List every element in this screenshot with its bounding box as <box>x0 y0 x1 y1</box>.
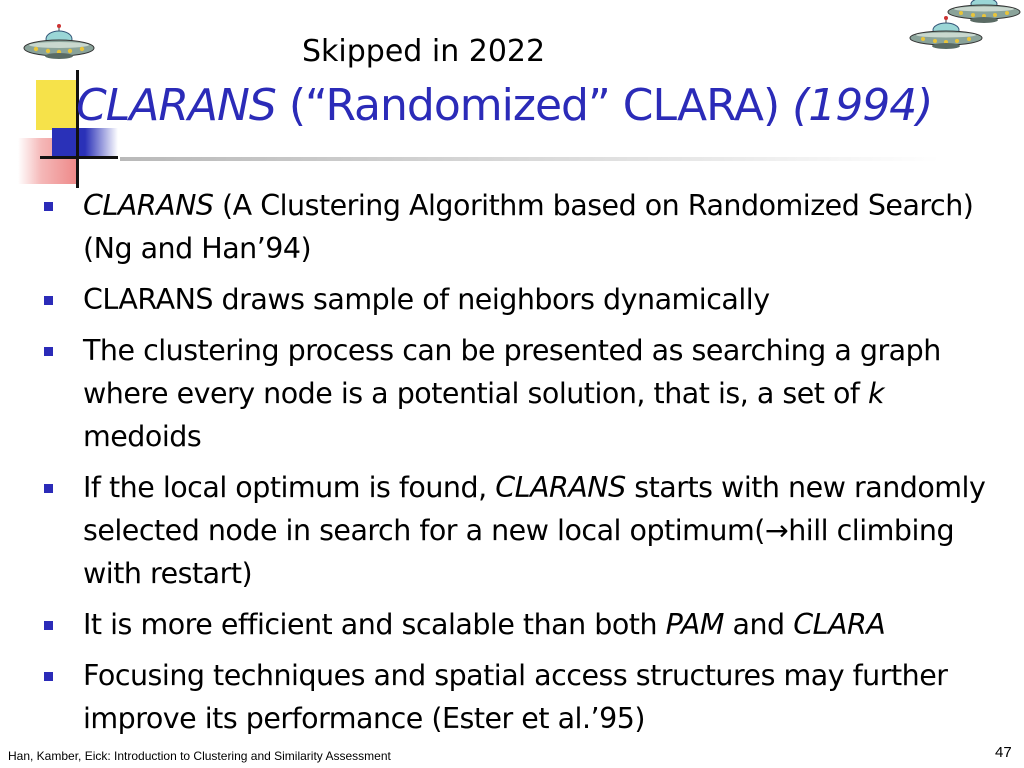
skipped-note: Skipped in 2022 <box>302 34 546 69</box>
bullet-text: If the local optimum is found, <box>83 471 496 504</box>
italic-term: CLARANS <box>83 189 214 222</box>
bullet-text: Focusing techniques and spatial access s… <box>83 659 948 735</box>
bullet-text: It is more efficient and scalable than b… <box>83 608 666 641</box>
bullet-square-icon <box>44 296 53 305</box>
title-decoration-horizontal-line <box>40 156 118 159</box>
bullet-text: (A Clustering Algorithm based on Randomi… <box>83 189 974 265</box>
list-item: The clustering process can be presented … <box>44 329 1004 458</box>
list-item: CLARANS draws sample of neighbors dynami… <box>44 278 1004 321</box>
page-number: 47 <box>995 744 1012 761</box>
italic-term: CLARA <box>793 608 886 641</box>
bullet-square-icon <box>44 202 53 211</box>
title-decoration-blue-block <box>52 128 118 158</box>
list-item: It is more efficient and scalable than b… <box>44 603 1004 646</box>
bullet-text: starts with new randomly selected node i… <box>83 471 986 590</box>
ufo-icon <box>947 0 1021 23</box>
bullet-text: medoids <box>83 420 202 453</box>
bullet-text: The clustering process can be presented … <box>83 334 941 410</box>
title-underline-rule <box>120 157 940 161</box>
bullet-square-icon <box>44 347 53 356</box>
bullet-text: CLARANS draws sample of neighbors dynami… <box>83 283 770 316</box>
slide-title: CLARANS (“Randomized” CLARA) (1994) <box>76 78 933 134</box>
italic-term: k <box>868 377 885 410</box>
title-decoration-vertical-line <box>76 70 79 188</box>
list-item: If the local optimum is found, CLARANS s… <box>44 466 1004 595</box>
italic-term: PAM <box>665 608 725 641</box>
bullet-square-icon <box>44 484 53 493</box>
title-italic-clarans: CLARANS <box>76 80 277 131</box>
bullet-text: and <box>723 608 794 641</box>
title-year: (1994) <box>792 80 933 131</box>
bullet-list: CLARANS (A Clustering Algorithm based on… <box>44 184 1004 748</box>
bullet-square-icon <box>44 672 53 681</box>
footer-citation: Han, Kamber, Eick: Introduction to Clust… <box>8 749 391 763</box>
list-item: Focusing techniques and spatial access s… <box>44 654 1004 740</box>
italic-term: CLARANS <box>495 471 626 504</box>
bullet-square-icon <box>44 621 53 630</box>
title-middle: (“Randomized” CLARA) <box>275 80 793 131</box>
ufo-icon <box>909 16 983 49</box>
list-item: CLARANS (A Clustering Algorithm based on… <box>44 184 1004 270</box>
ufo-icon <box>23 24 95 59</box>
title-decoration-yellow-square <box>36 80 76 130</box>
